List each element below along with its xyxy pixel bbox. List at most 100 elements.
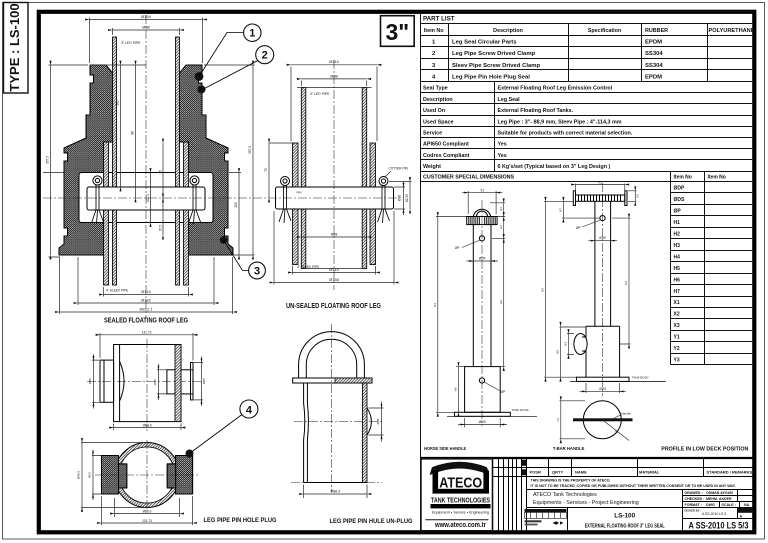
svg-text:H2: H2 xyxy=(499,300,503,304)
svg-text:Ø88: Ø88 xyxy=(330,73,338,78)
svg-text:ISSUED BY :: ISSUED BY : xyxy=(685,508,702,512)
svg-text:H6: H6 xyxy=(674,277,681,283)
svg-text:HORSE SIDE HANDLE: HORSE SIDE HANDLE xyxy=(424,446,466,451)
svg-text:H5: H5 xyxy=(556,350,560,354)
svg-text:H1: H1 xyxy=(674,220,681,226)
svg-text:PART LIST: PART LIST xyxy=(423,16,455,23)
svg-text:DRAWED :: DRAWED : xyxy=(685,491,703,495)
svg-text:131.73: 131.73 xyxy=(142,519,152,523)
svg-text:SS304: SS304 xyxy=(645,63,663,69)
svg-text:Y2: Y2 xyxy=(614,429,620,435)
svg-text:QRTY: QRTY xyxy=(552,469,563,474)
svg-text:H4: H4 xyxy=(674,254,681,260)
svg-text:131.73: 131.73 xyxy=(142,331,152,335)
svg-text:Used Space: Used Space xyxy=(423,119,454,125)
svg-text:ØDS: ØDS xyxy=(479,420,486,424)
svg-text:Ø114: Ø114 xyxy=(141,289,151,294)
svg-text:H6: H6 xyxy=(541,288,545,292)
svg-text:ØDP: ØDP xyxy=(479,256,486,260)
svg-text:X1: X1 xyxy=(674,300,680,306)
svg-text:Seal Type: Seal Type xyxy=(423,86,448,92)
svg-text:PIN: PIN xyxy=(297,191,302,195)
svg-text:3: 3 xyxy=(254,266,260,278)
svg-text:Ø88.9: Ø88.9 xyxy=(77,471,81,480)
svg-text:ØP: ØP xyxy=(576,226,581,230)
svg-text:www.ateco.com.tr: www.ateco.com.tr xyxy=(434,522,486,529)
svg-text:Description: Description xyxy=(423,97,453,103)
svg-text:Yes: Yes xyxy=(498,142,507,148)
svg-text:357.5: 357.5 xyxy=(46,156,50,164)
svg-text:Ø35: Ø35 xyxy=(153,379,157,385)
svg-text:ØP: ØP xyxy=(455,246,460,250)
svg-text:Ø55: Ø55 xyxy=(202,378,206,384)
svg-text:X2: X2 xyxy=(598,180,602,184)
svg-text:H7: H7 xyxy=(558,208,562,212)
svg-text:88: 88 xyxy=(131,131,135,135)
svg-text:EPDM: EPDM xyxy=(645,74,662,80)
svg-text:STANDARD / REMARKS: STANDARD / REMARKS xyxy=(707,469,753,474)
svg-text:Ø55: Ø55 xyxy=(88,378,92,384)
svg-text:Yes: Yes xyxy=(498,153,507,159)
svg-text:1: 1 xyxy=(249,28,255,40)
svg-text:Ø35: Ø35 xyxy=(376,418,380,424)
svg-text:POLYURETHANE: POLYURETHANE xyxy=(709,28,755,34)
svg-text:Service: Service xyxy=(423,131,442,137)
svg-text:4" SLEEV PIPE: 4" SLEEV PIPE xyxy=(297,265,319,269)
svg-text:API650 Compliant: API650 Compliant xyxy=(423,142,469,148)
svg-text:Weight: Weight xyxy=(423,164,441,170)
svg-text:3" LEG PIPE: 3" LEG PIPE xyxy=(121,41,141,45)
svg-text:CUSTOMER SPECIAL DIMENSIONS: CUSTOMER SPECIAL DIMENSIONS xyxy=(423,174,515,180)
svg-text:POSR: POSR xyxy=(530,469,541,474)
svg-text:88.5: 88.5 xyxy=(88,472,92,478)
svg-text:External Floating Roof Tanks.: External Floating Roof Tanks. xyxy=(498,108,574,114)
svg-text:External Floating Roof Leg Emi: External Floating Roof Leg Emission Cont… xyxy=(498,86,613,92)
svg-text:102.5: 102.5 xyxy=(146,194,150,202)
svg-text:TYPE : LS-100: TYPE : LS-100 xyxy=(7,3,22,91)
svg-text:MEHM. AKDER: MEHM. AKDER xyxy=(706,497,732,501)
svg-text:MATERIAL: MATERIAL xyxy=(639,469,660,474)
svg-text:4" SLEEV PIPE: 4" SLEEV PIPE xyxy=(106,289,128,293)
svg-text:4: 4 xyxy=(246,404,253,416)
svg-text:185: 185 xyxy=(116,100,120,106)
svg-text:3" LEG PIPE: 3" LEG PIPE xyxy=(310,92,330,96)
svg-text:NA: NA xyxy=(744,503,750,507)
svg-text:Leg Seal: Leg Seal xyxy=(498,97,521,103)
svg-text:Description: Description xyxy=(493,28,523,34)
svg-text:2: 2 xyxy=(262,50,268,62)
svg-text:LS-100: LS-100 xyxy=(614,512,635,519)
svg-text:62.59: 62.59 xyxy=(405,194,409,202)
svg-text:Ø212.1: Ø212.1 xyxy=(139,307,153,312)
svg-text:Ø88: Ø88 xyxy=(331,233,338,237)
svg-text:Codres Compliant: Codres Compliant xyxy=(423,153,470,159)
svg-text:EXTERNAL FLOATING ROOF 3" LEG: EXTERNAL FLOATING ROOF 3" LEG SEAL xyxy=(585,523,665,529)
svg-text:X1: X1 xyxy=(480,188,484,192)
svg-text:H5: H5 xyxy=(453,387,457,391)
svg-text:Y3: Y3 xyxy=(674,358,680,364)
svg-text:TANK TECHNOLOGIES: TANK TECHNOLOGIES xyxy=(431,495,490,504)
svg-text:Ø88: Ø88 xyxy=(142,24,150,29)
svg-text:TANK BODY: TANK BODY xyxy=(632,375,649,379)
svg-text:Equipment • Service • Engineer: Equipment • Service • Engineering xyxy=(432,510,489,514)
svg-text:3": 3" xyxy=(385,19,409,45)
svg-text:OSMAN AYGUN: OSMAN AYGUN xyxy=(706,491,733,495)
svg-text:SCALE :: SCALE : xyxy=(722,503,736,507)
svg-text:Ø36: Ø36 xyxy=(398,195,402,201)
svg-text:Equipments - Services - Projec: Equipments - Services - Project Engineer… xyxy=(533,500,639,506)
svg-text:2: 2 xyxy=(432,51,436,57)
svg-text:Leg Pipe Screw Drived Clamp: Leg Pipe Screw Drived Clamp xyxy=(452,51,536,57)
svg-text:SS304: SS304 xyxy=(645,51,663,57)
svg-text:PROFILE IN LOW DECK POSITION: PROFILE IN LOW DECK POSITION xyxy=(661,447,748,453)
svg-text:Ø168: Ø168 xyxy=(329,277,340,282)
svg-text:Item No: Item No xyxy=(424,28,444,34)
svg-text:Ø154: Ø154 xyxy=(141,14,152,19)
svg-text:Suitable for products with cor: Suitable for products with correct mater… xyxy=(498,131,633,137)
svg-text:Ø88.9: Ø88.9 xyxy=(331,490,341,494)
svg-text:75: 75 xyxy=(158,170,162,174)
svg-text:RUBBER: RUBBER xyxy=(645,28,668,34)
svg-text:THIS DRAWING IS THE PROPERTY O: THIS DRAWING IS THE PROPERTY OF ATECO. xyxy=(531,479,611,483)
svg-text:ØDS: ØDS xyxy=(674,197,686,203)
svg-text:DWG: DWG xyxy=(706,503,715,507)
svg-text:FORMAT :: FORMAT : xyxy=(685,503,702,507)
svg-text:IT IS NOT TO BE TRACED, COPIED: IT IS NOT TO BE TRACED, COPIED OR PUBLIS… xyxy=(531,484,736,488)
svg-text:H7: H7 xyxy=(674,289,681,295)
